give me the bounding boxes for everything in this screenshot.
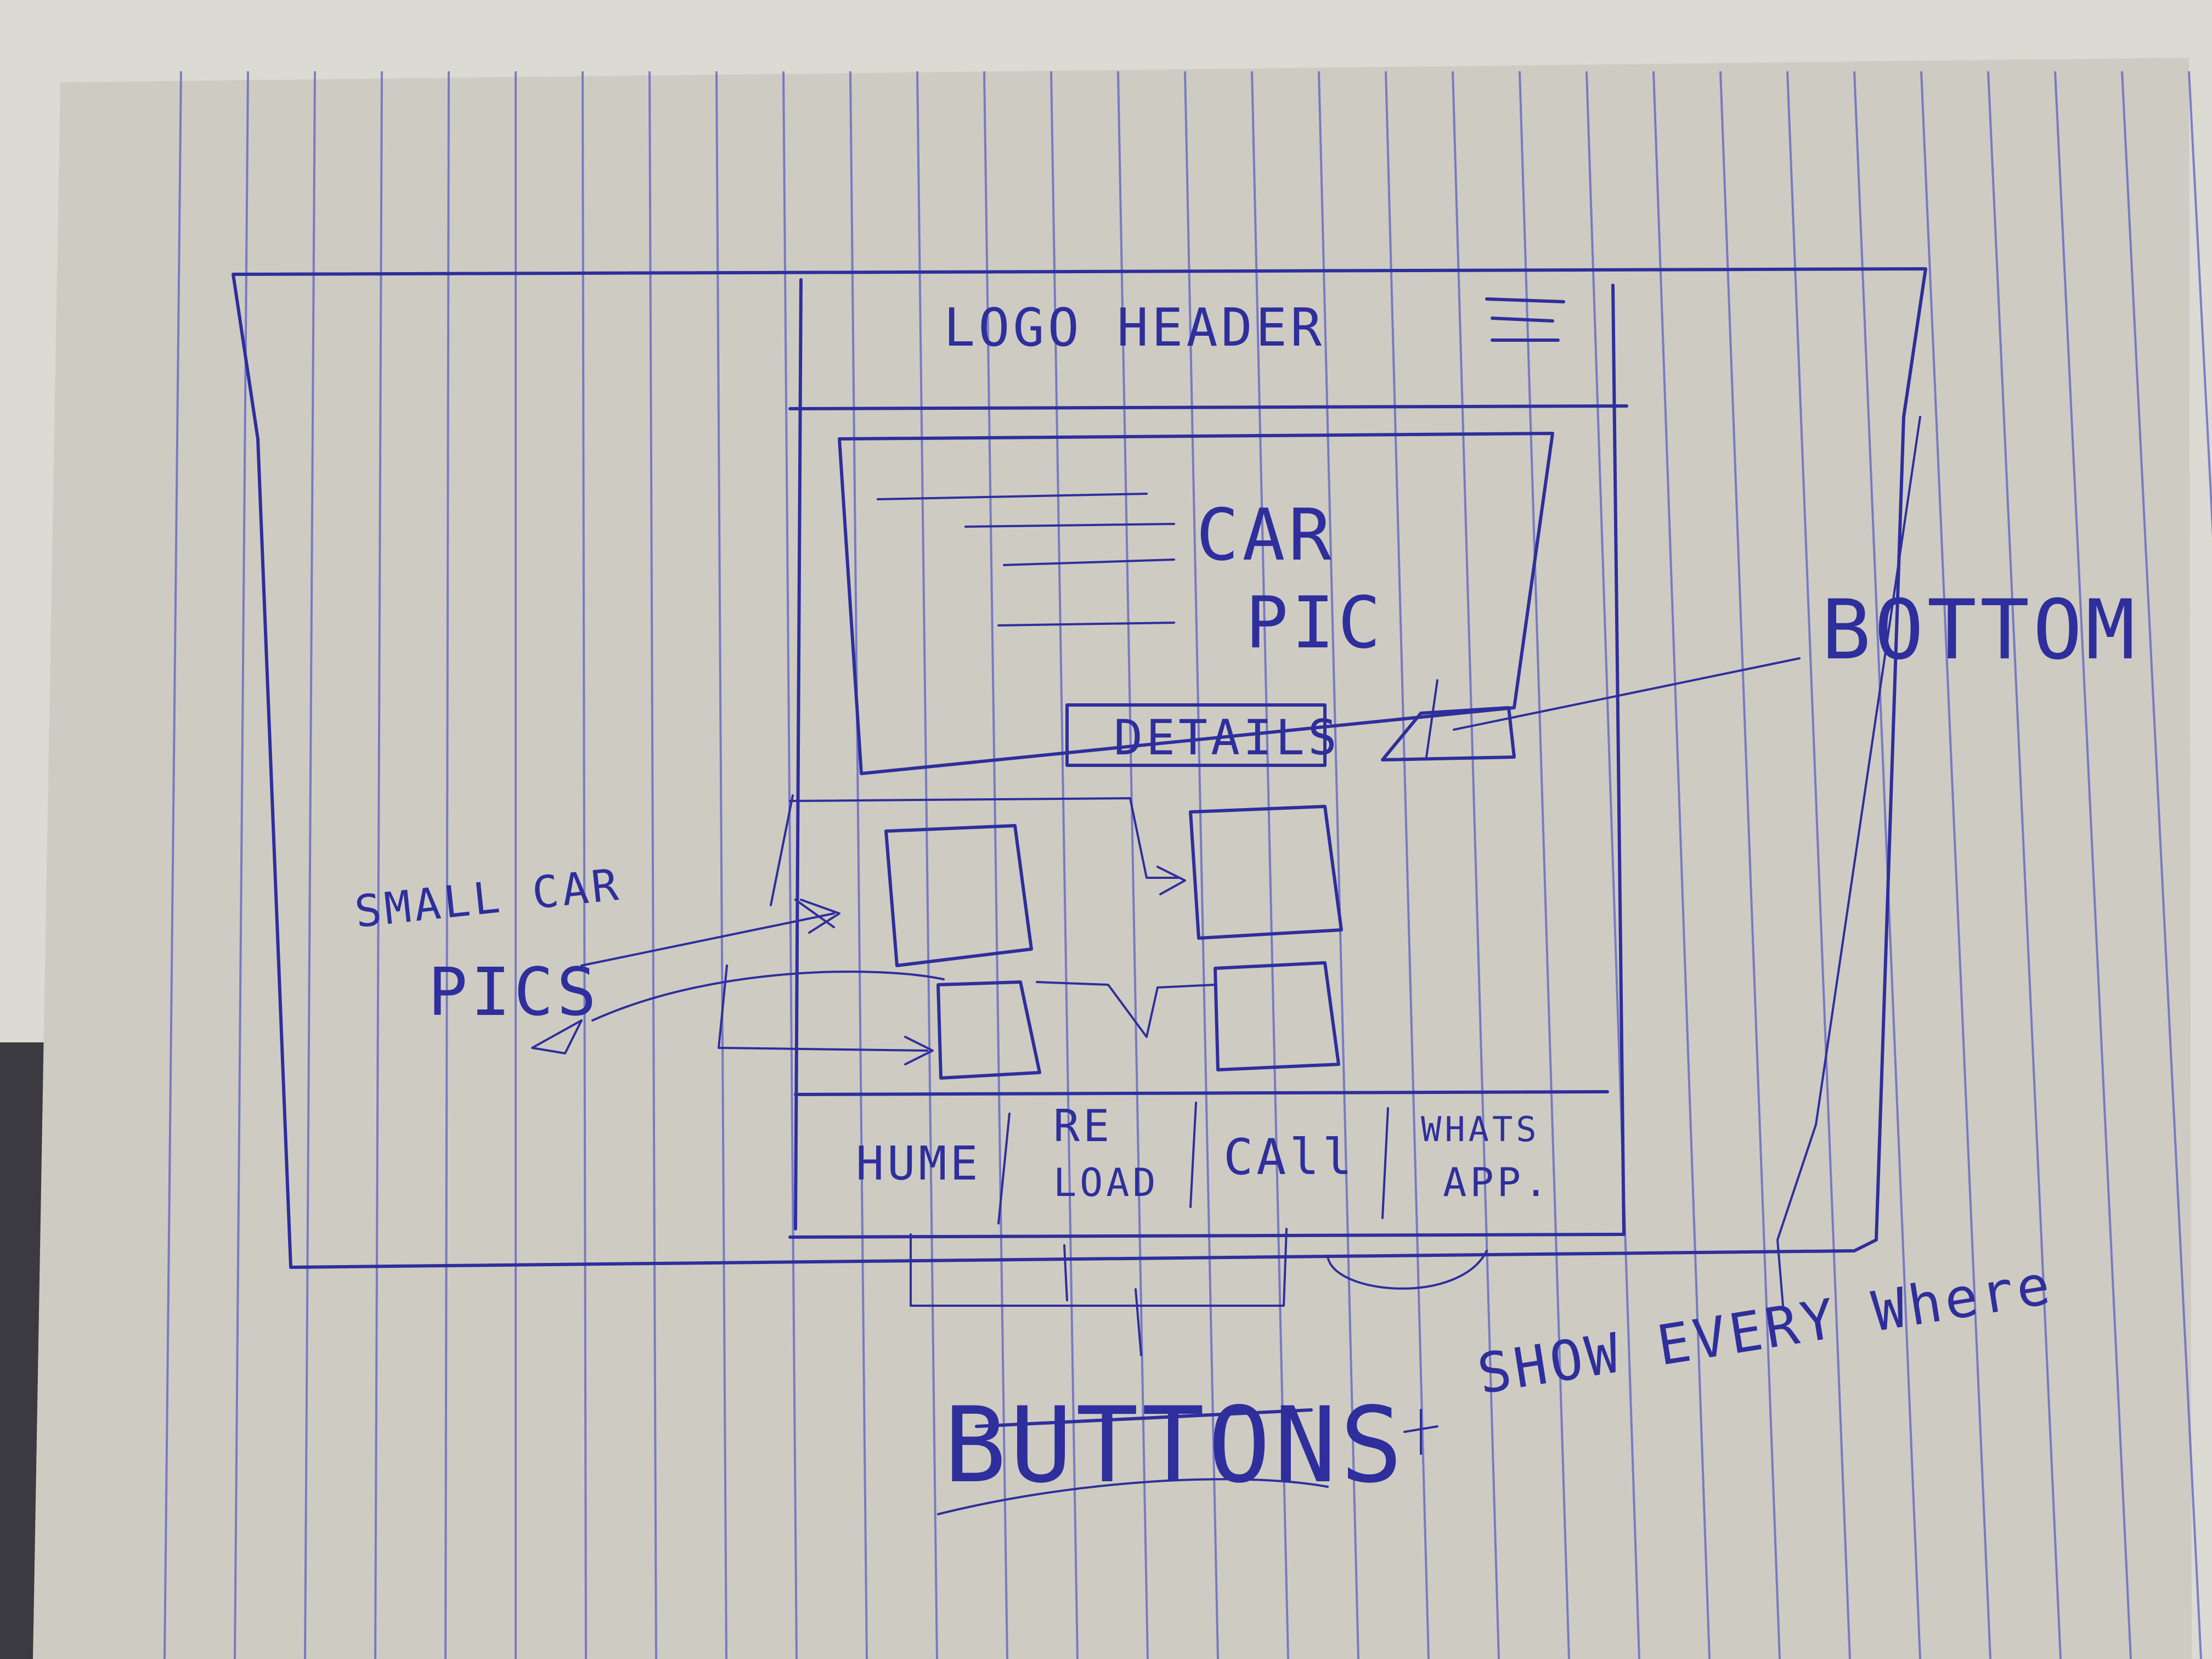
ruled-line — [782, 71, 798, 1659]
ruled-line — [1652, 71, 1711, 1659]
ruled-lines — [163, 71, 2212, 1659]
details-button[interactable]: DETAILS — [1065, 703, 1340, 767]
buttons-annotation-label: BUTTONS — [944, 1385, 1406, 1506]
ruled-line — [1452, 71, 1500, 1659]
small-car-pic-1[interactable] — [884, 824, 1033, 967]
small-car-pic-2[interactable] — [1189, 805, 1343, 940]
ruled-line — [374, 71, 383, 1659]
nav-call[interactable]: CAll — [1223, 1128, 1356, 1186]
small-car-pics — [718, 794, 1343, 1080]
ruled-line — [1519, 71, 1570, 1659]
ruled-line — [715, 71, 727, 1659]
ruled-line — [1117, 71, 1149, 1659]
ruled-line — [1585, 71, 1640, 1659]
nav-home[interactable]: HUME — [856, 1137, 981, 1191]
phone-screen — [788, 278, 1628, 1236]
ruled-line — [1050, 71, 1079, 1659]
menu-icon[interactable] — [1485, 297, 1565, 342]
nav-whatsapp-line1: WHATS — [1421, 1109, 1540, 1149]
ruled-line — [444, 71, 450, 1659]
ruled-line — [1786, 71, 1851, 1659]
ruled-line — [1318, 71, 1359, 1659]
small-car-pic-4[interactable] — [1214, 961, 1340, 1071]
ruled-line — [648, 71, 657, 1659]
nav-whatsapp-line2: APP. — [1443, 1159, 1551, 1205]
ruled-line — [582, 71, 587, 1659]
nav-call-label: CAll — [1223, 1128, 1356, 1186]
ruled-line — [163, 71, 182, 1659]
ruled-line — [2121, 71, 2202, 1659]
nav-brackets — [910, 1228, 1488, 1356]
nav-reload-line2: LOAD — [1053, 1160, 1159, 1205]
bottom-nav: HUME RE LOAD CAll WHATS APP. — [788, 1090, 1626, 1239]
nav-reload[interactable]: RE LOAD — [1053, 1101, 1159, 1205]
ruled-line — [2054, 71, 2132, 1659]
small-pics-annotation-line2: PICS — [428, 955, 600, 1031]
ruled-line — [916, 71, 938, 1659]
nav-reload-line1: RE — [1053, 1101, 1113, 1152]
nav-home-label: HUME — [856, 1137, 981, 1191]
ruled-line — [1251, 71, 1289, 1659]
ruled-line — [849, 71, 868, 1659]
ruled-line — [1385, 71, 1430, 1659]
ruled-line — [1987, 71, 2062, 1659]
ruled-line — [983, 71, 1008, 1659]
hero-car-pic: CAR PIC — [838, 432, 1554, 775]
hero-label-line1: CAR — [1196, 493, 1335, 577]
ruled-line — [304, 71, 316, 1659]
outer-frame — [232, 267, 1927, 1269]
header-bar: LOGO HEADER — [944, 297, 1565, 358]
hero-label-line2: PIC — [1245, 581, 1384, 664]
ruled-line — [1719, 71, 1781, 1659]
stray-strokes — [1776, 416, 1921, 1307]
ruled-line — [1920, 71, 1991, 1659]
bottom-annotation: BOTTOM — [1381, 583, 2138, 761]
nav-whatsapp[interactable]: WHATS APP. — [1421, 1109, 1551, 1205]
small-car-pic-3[interactable] — [936, 980, 1041, 1080]
details-button-label: DETAILS — [1114, 709, 1340, 766]
header-label: LOGO HEADER — [944, 298, 1325, 358]
ruled-line — [2188, 71, 2212, 537]
bottom-annotation-label: BOTTOM — [1821, 583, 2138, 678]
ruled-line — [1184, 71, 1219, 1659]
ruled-line — [234, 71, 249, 1659]
paper-sheet — [33, 58, 2192, 1659]
